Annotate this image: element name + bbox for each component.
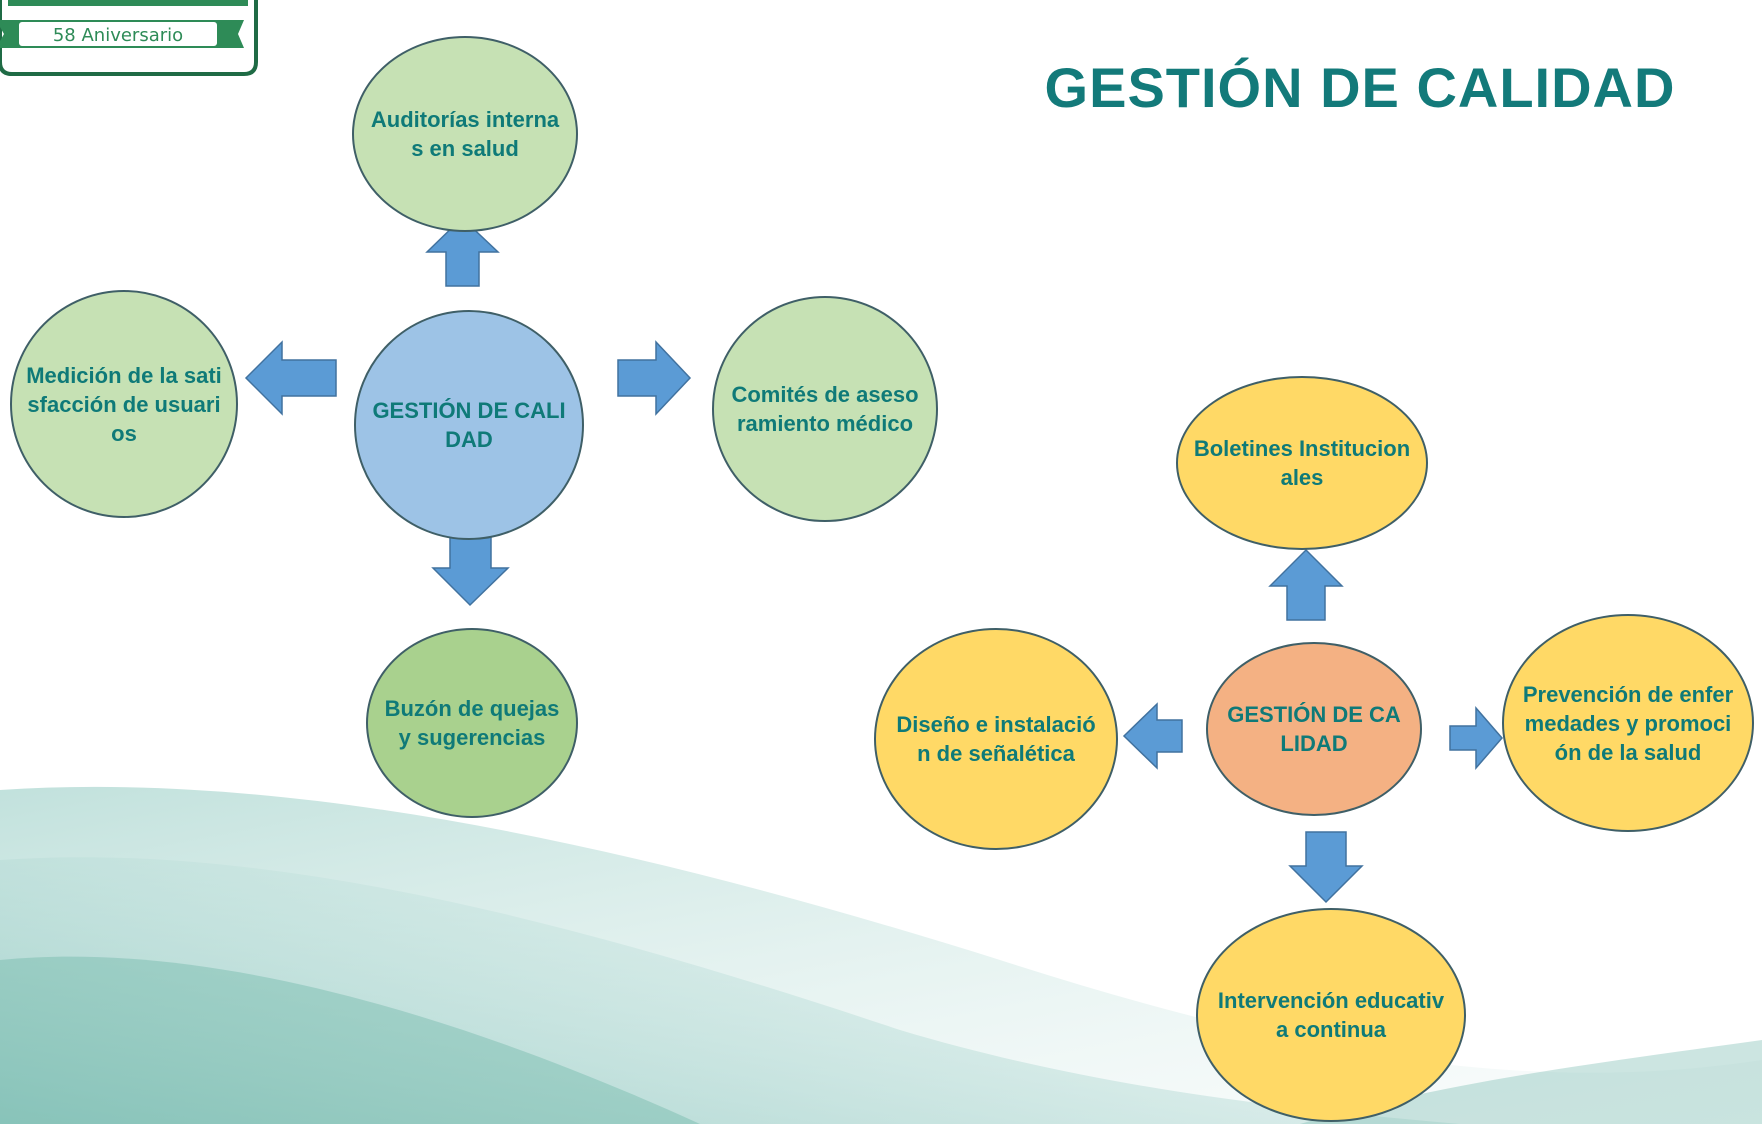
arrow-up-left-diagram: [425, 216, 500, 287]
page-title: GESTIÓN DE CALIDAD: [1044, 56, 1676, 119]
right-left-label: Diseño e instalación de señalética: [896, 712, 1096, 766]
right-right-node: Prevención de enfermedades y promoción d…: [1502, 614, 1754, 832]
left-center-label: GESTIÓN DE CALIDAD: [372, 398, 566, 452]
arrow-left-right-diagram: [1122, 702, 1183, 770]
arrow-right-left-diagram: [617, 340, 692, 416]
left-left-node: Medición de la satisfacción de usuarios: [10, 290, 238, 518]
arrow-up-right-diagram: [1268, 548, 1344, 621]
right-bottom-label: Intervención educativa continua: [1217, 988, 1445, 1042]
arrow-right-right-diagram: [1449, 705, 1503, 771]
anniversary-logo: 58 Aniversario: [0, 0, 258, 76]
arrow-down-left-diagram: [431, 531, 510, 607]
logo-caption: 58 Aniversario: [53, 25, 183, 46]
arrow-down-right-diagram: [1288, 831, 1364, 904]
left-bottom-node: Buzón de quejas y sugerencias: [366, 628, 578, 818]
right-center-label: GESTIÓN DE CALIDAD: [1227, 702, 1401, 756]
left-right-label: Comités de asesoramiento médico: [731, 382, 919, 436]
arrow-left-left-diagram: [244, 340, 337, 416]
right-center-node: GESTIÓN DE CALIDAD: [1206, 642, 1422, 816]
right-top-label: Boletines Institucionales: [1193, 436, 1411, 490]
right-right-label: Prevención de enfermedades y promoción d…: [1522, 681, 1734, 765]
left-top-node: Auditorías internas en salud: [352, 36, 578, 232]
left-left-label: Medición de la satisfacción de usuarios: [26, 362, 222, 446]
right-bottom-node: Intervención educativa continua: [1196, 908, 1466, 1122]
right-top-node: Boletines Institucionales: [1176, 376, 1428, 550]
left-top-label: Auditorías internas en salud: [370, 107, 560, 161]
left-center-node: GESTIÓN DE CALIDAD: [354, 310, 584, 540]
left-right-node: Comités de asesoramiento médico: [712, 296, 938, 522]
left-bottom-label: Buzón de quejas y sugerencias: [384, 696, 560, 750]
right-left-node: Diseño e instalación de señalética: [874, 628, 1118, 850]
